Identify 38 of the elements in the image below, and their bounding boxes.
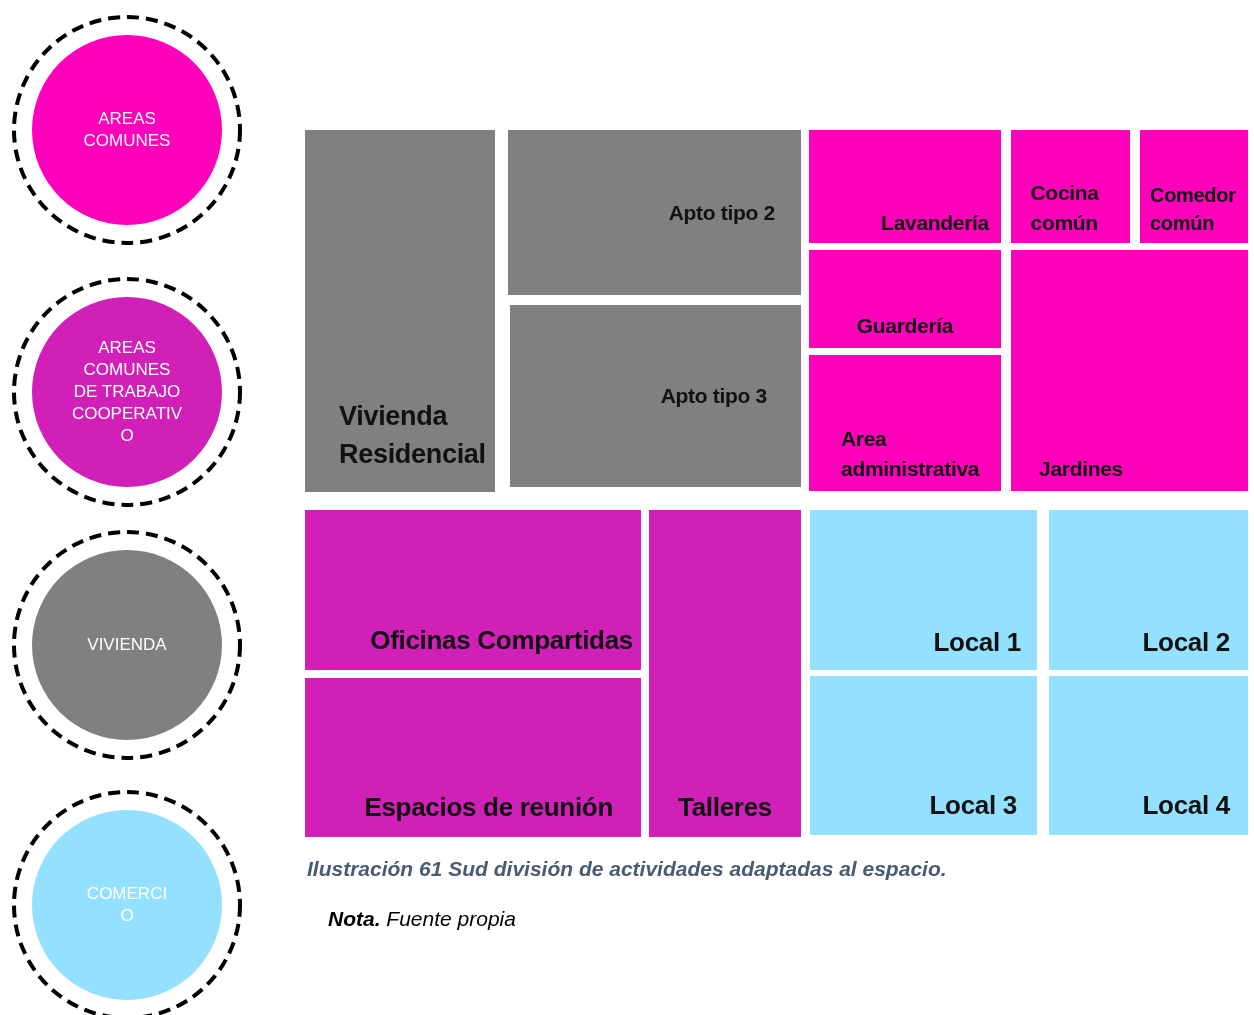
area-label: Espacios de reunión [364, 790, 613, 824]
area-tile [809, 250, 1001, 348]
area-label: Jardines [1039, 455, 1123, 482]
area-tile [1011, 130, 1130, 243]
area-tile [810, 510, 1037, 670]
area-label: Lavandería [881, 209, 989, 236]
source-note: Nota. Fuente propia [328, 907, 516, 931]
legend-text: AREAS COMUNES DE TRABAJO COOPERATIVO [71, 337, 183, 447]
area-tile [305, 678, 641, 837]
area-tile [508, 130, 801, 295]
area-label: Local 4 [1142, 788, 1230, 822]
area-label: Oficinas Compartidas [370, 623, 633, 657]
legend-text: VIVIENDA [86, 634, 168, 656]
area-tile [305, 130, 495, 492]
area-tile [305, 510, 641, 670]
area-tile [809, 355, 1001, 491]
legend-text: AREAS COMUNES [82, 108, 172, 152]
area-label: Guardería [856, 312, 954, 339]
area-label: Apto tipo 3 [660, 383, 767, 410]
area-label: Local 3 [929, 788, 1017, 822]
area-tile [649, 510, 801, 837]
area-tile [1011, 250, 1248, 491]
area-tile [510, 305, 801, 487]
legend-text: COMERCIO [85, 883, 169, 927]
area-label: Comedor común [1150, 183, 1237, 236]
figure-caption: Ilustración 61 Sud división de actividades adaptadas al espacio. [307, 857, 947, 881]
area-label: Area administrativa [841, 426, 981, 482]
area-label: Talleres [678, 790, 772, 824]
area-tile [809, 130, 1001, 243]
area-tile [810, 676, 1037, 835]
area-tile [1049, 676, 1248, 835]
area-tile [1140, 130, 1248, 243]
area-label: Cocina común [1030, 180, 1100, 236]
area-tile [1049, 510, 1248, 670]
area-label: Local 1 [933, 625, 1021, 659]
area-label: Apto tipo 2 [668, 199, 775, 226]
area-label: Vivienda Residencial [339, 400, 487, 472]
area-label: Local 2 [1142, 625, 1230, 659]
